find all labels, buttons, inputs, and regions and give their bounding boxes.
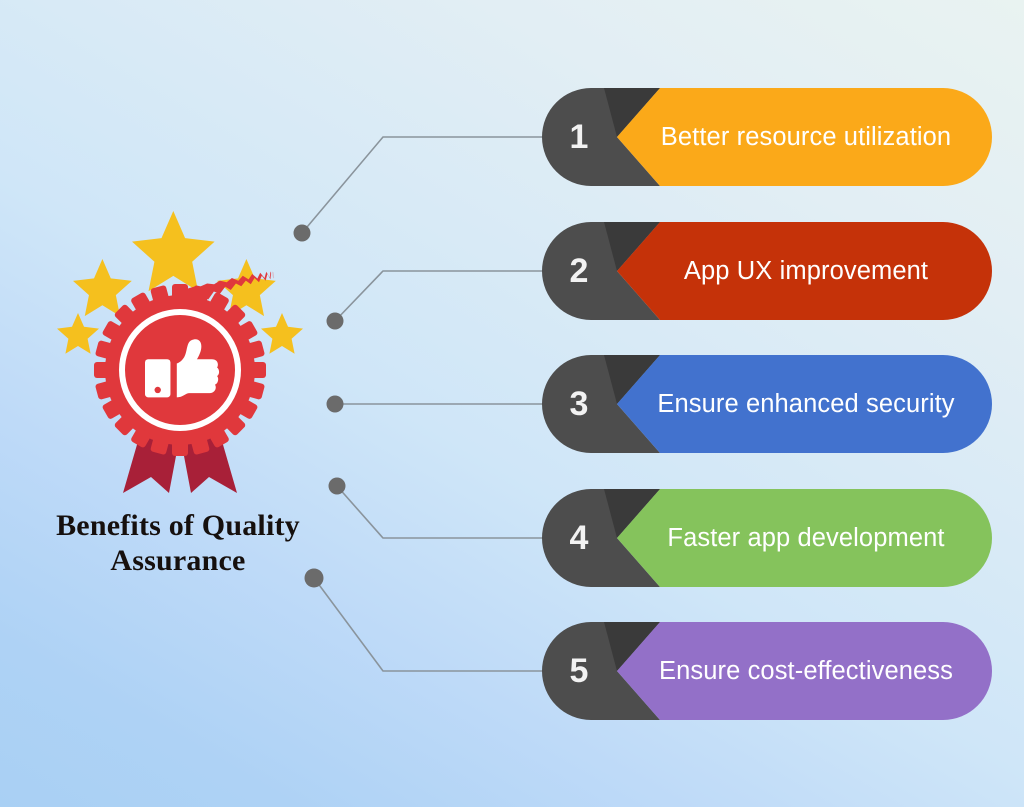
bar-notch-shape-5: [604, 622, 660, 671]
connector-line-4: [336, 485, 549, 539]
connector-dot-3: [326, 395, 344, 413]
benefit-number-1: 1: [569, 117, 589, 156]
bar-body-shape-4: [617, 489, 992, 587]
benefit-label-3: Ensure enhanced security: [657, 389, 955, 418]
thumbs-up-icon: [145, 339, 220, 398]
benefit-bar-2[interactable]: 2 App UX improvement: [542, 222, 992, 320]
benefit-bar-4[interactable]: 4 Faster app development: [542, 489, 992, 587]
star-group: [57, 211, 303, 354]
connector-dot-4: [328, 477, 346, 495]
bar-body-shape-2: [617, 222, 992, 320]
bar-body-shape-1: [617, 88, 992, 186]
quality-award-emblem: [45, 205, 315, 495]
star-icon-left: [73, 259, 132, 317]
connector-dot-5: [304, 568, 324, 588]
bar-notch-shape-2: [604, 222, 660, 271]
connector-dot-1: [293, 224, 311, 242]
benefit-label-2: App UX improvement: [683, 256, 929, 285]
rosette-teeth: [94, 284, 266, 456]
bar-notch-shape-1: [604, 88, 660, 137]
benefit-label-5: Ensure cost-effectiveness: [658, 656, 953, 685]
bar-body-shape-3: [617, 355, 992, 453]
connector-line-5: [313, 577, 549, 672]
benefit-label-4: Faster app development: [667, 523, 945, 552]
page-title: Benefits of Quality Assurance: [18, 508, 338, 579]
benefit-number-4: 4: [569, 518, 589, 557]
bar-notch-shape-3: [604, 355, 660, 404]
connector-dot-2: [326, 312, 344, 330]
page-title-line-1: Benefits of Quality: [56, 509, 300, 542]
bar-body-shape-5: [617, 622, 992, 720]
benefit-bar-5[interactable]: 5 Ensure cost-effectiveness: [542, 622, 992, 720]
connector-line-2: [334, 270, 549, 322]
star-icon-right: [217, 259, 276, 317]
benefit-number-2: 2: [569, 251, 589, 290]
star-icon-outer-left: [57, 313, 99, 354]
benefit-number-3: 3: [569, 384, 589, 423]
benefit-bar-1[interactable]: 1 Better resource utilization: [542, 88, 992, 186]
page-title-line-2: Assurance: [110, 544, 246, 578]
rosette-inner-ring: [119, 309, 241, 431]
connector-line-1: [301, 136, 549, 234]
rosette-badge: [94, 271, 275, 456]
benefit-bar-3[interactable]: 3 Ensure enhanced security: [542, 355, 992, 453]
benefit-number-5: 5: [569, 651, 589, 690]
star-icon-center: [132, 211, 215, 292]
benefit-label-1: Better resource utilization: [660, 122, 952, 151]
star-icon-outer-right: [261, 313, 303, 354]
bar-notch-shape-4: [604, 489, 660, 538]
